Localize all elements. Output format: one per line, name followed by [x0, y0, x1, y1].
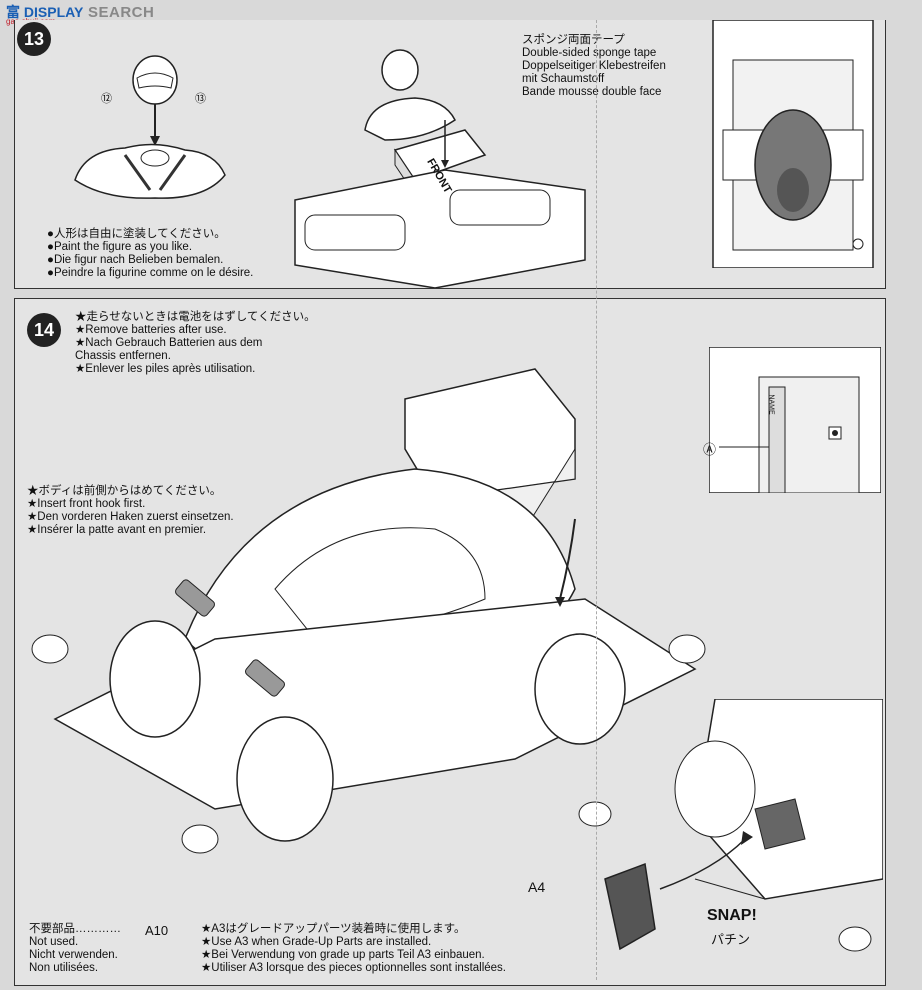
- step-14-number: 14: [27, 313, 61, 347]
- part-callout-13: ⑬: [195, 93, 206, 105]
- top-view-illustration: [712, 20, 874, 268]
- sponge-tape-label: スポンジ両面テープ Double-sided sponge tape Doppe…: [522, 34, 666, 98]
- snap-detail-illustration: [578, 699, 883, 952]
- chassis-sponge-illustration: [294, 49, 586, 288]
- car-body-illustration: [31, 368, 706, 854]
- not-used-notes: 不要部品………… Not used. Nicht verwenden. Non …: [29, 923, 121, 974]
- watermark-logo: 富 DISPLAY: [6, 4, 84, 20]
- part-callout-12: ⑫: [101, 93, 112, 105]
- paint-notes: ●人形は自由に塗装してください。 ●Paint the figure as yo…: [47, 228, 254, 279]
- body-notes: ★ボディは前側からはめてください。 ★Insert front hook fir…: [27, 485, 234, 536]
- watermark-search: SEARCH: [88, 4, 155, 21]
- figure-parts-illustration: [74, 55, 226, 199]
- snap-jp-label: パチン: [711, 932, 751, 947]
- battery-notes: ★走らせないときは電池をはずしてください。 ★Remove batteries …: [75, 311, 316, 375]
- fold-line: [596, 20, 597, 980]
- step-13-panel: 13 ⑫ ⑬ スポンジ両面テープ Double-sided sponge tap…: [14, 20, 886, 289]
- snap-label: SNAP!: [707, 907, 757, 924]
- step-14-panel: 14 ★走らせないときは電池をはずしてください。 ★Remove batteri…: [14, 298, 886, 986]
- detail-inset-illustration: [709, 347, 881, 493]
- name-label: NAME: [767, 394, 775, 415]
- detail-callout-a: Ⓐ: [703, 442, 717, 457]
- grade-up-notes: ★A3はグレードアップパーツ装着時に使用します。 ★Use A3 when Gr…: [201, 923, 507, 974]
- step-13-number: 13: [17, 22, 51, 56]
- not-used-code: A10: [145, 923, 169, 938]
- part-a4-label: A4: [528, 879, 546, 895]
